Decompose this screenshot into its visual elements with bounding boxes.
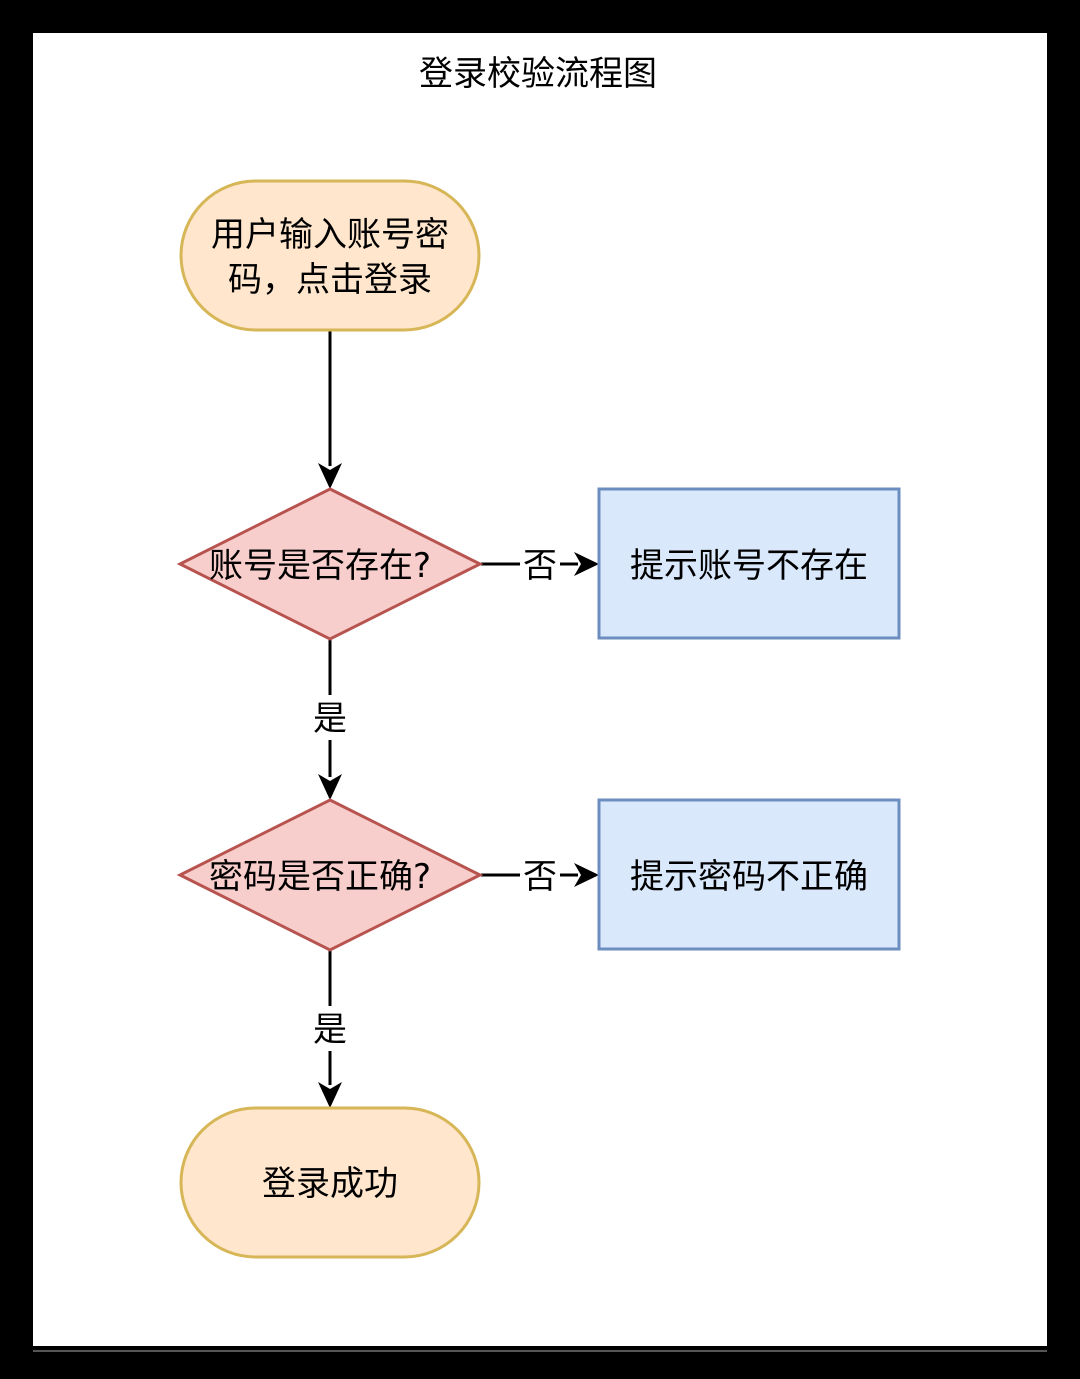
- decision-shape: [176, 487, 484, 641]
- node-check-account: 账号是否存在?: [176, 487, 484, 641]
- node-start-line1: 用户输入账号密: [211, 215, 449, 255]
- arrowhead-icon: [318, 1082, 342, 1108]
- edge-label-account-no: 否: [523, 546, 557, 586]
- node-success-label: 登录成功: [262, 1164, 398, 1204]
- node-check-account-label: 账号是否存在?: [209, 546, 431, 586]
- arrowhead-icon: [574, 552, 599, 576]
- node-check-password: 密码是否正确?: [176, 798, 484, 952]
- process-shape: [597, 487, 901, 640]
- bottom-border: [33, 1350, 1047, 1352]
- nodes: 用户输入账号密 码，点击登录 账号是否存在? 提示账号不存在 密码是否正确? 提…: [176, 179, 901, 1259]
- terminal-shape: [179, 1106, 481, 1259]
- diagram-title: 登录校验流程图: [419, 54, 657, 94]
- node-check-password-label: 密码是否正确?: [209, 857, 431, 897]
- arrowhead-icon: [318, 463, 342, 489]
- edges: 否 是 否 是: [313, 331, 599, 1108]
- edge-label-password-yes: 是: [313, 1010, 347, 1050]
- node-start-line2: 码，点击登录: [228, 260, 432, 300]
- node-password-wrong: 提示密码不正确: [597, 798, 901, 951]
- decision-shape: [176, 798, 484, 952]
- node-success: 登录成功: [179, 1106, 481, 1259]
- process-shape: [597, 798, 901, 951]
- edge-label-password-no: 否: [523, 857, 557, 897]
- node-password-wrong-label: 提示密码不正确: [630, 857, 868, 897]
- node-start: 用户输入账号密 码，点击登录: [179, 179, 481, 332]
- arrowhead-icon: [318, 774, 342, 800]
- node-account-missing: 提示账号不存在: [597, 487, 901, 640]
- node-account-missing-label: 提示账号不存在: [630, 546, 868, 586]
- edge-label-account-yes: 是: [313, 699, 347, 739]
- terminal-shape: [179, 179, 481, 332]
- arrowhead-icon: [574, 863, 599, 887]
